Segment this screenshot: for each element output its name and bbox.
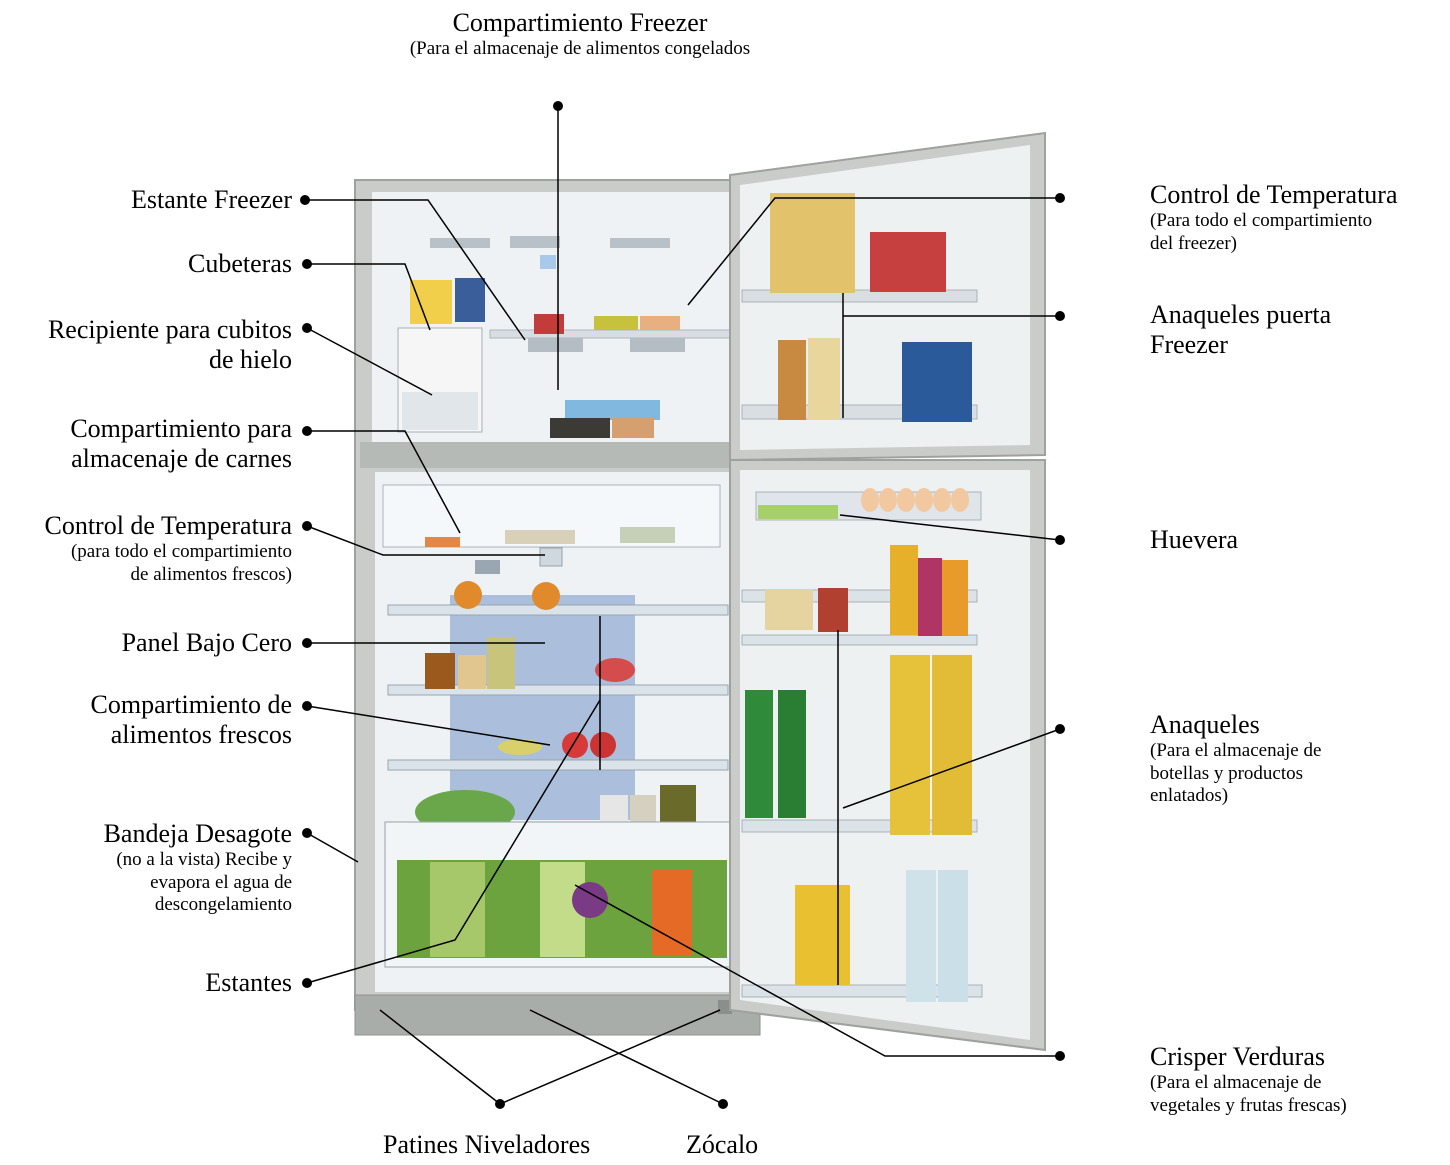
leader-fresh-temp-control bbox=[306, 525, 545, 556]
ice-bin-line2: de hielo bbox=[208, 344, 292, 374]
drain-tray-sub3: descongelamiento bbox=[154, 894, 292, 916]
leader-crisper bbox=[574, 884, 1060, 1057]
door-racks-sub2: botellas y productos bbox=[1150, 762, 1304, 784]
leader-lines bbox=[305, 106, 1061, 1105]
label-leveling-feet: Patines Niveladores bbox=[383, 1130, 591, 1159]
leader-plinth bbox=[529, 1009, 724, 1105]
freezer-door-racks-line2: Freezer bbox=[1150, 329, 1228, 359]
label-ice-trays: Cubeteras bbox=[188, 249, 292, 278]
label-subzero-panel: Panel Bajo Cero bbox=[121, 628, 292, 657]
subzero-panel bbox=[450, 595, 635, 820]
leader-freezer-temp-control bbox=[687, 197, 1060, 306]
leader-ice-bin bbox=[306, 327, 433, 396]
freezer-compartment-title: Compartimiento Freezer bbox=[452, 8, 708, 37]
freezer-shelf bbox=[489, 329, 731, 339]
label-door-racks: Anaqueles (Para el almacenaje de botella… bbox=[1150, 710, 1440, 808]
leader-ice-trays bbox=[307, 263, 431, 331]
door-racks-title: Anaqueles bbox=[1150, 710, 1260, 739]
drain-tray-sub1: (no a la vista) Recibe y bbox=[116, 848, 292, 870]
fresh-temp-control-title: Control de Temperatura bbox=[44, 511, 292, 540]
drain-tray-sub2: evapora el agua de bbox=[150, 871, 292, 893]
label-shelves: Estantes bbox=[205, 968, 292, 997]
fresh-compartment-line1: Compartimiento de bbox=[90, 690, 292, 719]
fresh-temp-control-sub1: (para todo el compartimiento bbox=[70, 540, 292, 562]
leader-freezer-shelf bbox=[305, 199, 526, 341]
label-crisper: Crisper Verduras (Para el almacenaje de … bbox=[1150, 1042, 1445, 1117]
plinth bbox=[354, 994, 761, 1036]
label-fresh-compartment: Compartimiento de alimentos frescos bbox=[0, 690, 292, 750]
freezer-compartment-sub: (Para el almacenaje de alimentos congela… bbox=[409, 37, 751, 59]
meat-compartment-line1: Compartimiento para bbox=[70, 414, 292, 443]
glass-shelf-2 bbox=[387, 684, 729, 696]
leader-dots bbox=[300, 101, 1065, 1109]
fresh-temp-control-sub2: de alimentos frescos) bbox=[130, 563, 292, 585]
door-racks-sub1: (Para el almacenaje de bbox=[1150, 739, 1322, 761]
label-drain-tray: Bandeja Desagote (no a la vista) Recibe … bbox=[0, 819, 292, 917]
glass-shelf-1 bbox=[387, 604, 729, 616]
freezer-temp-control-sub1: (Para todo el compartimiento bbox=[1150, 209, 1373, 231]
label-egg-tray: Huevera bbox=[1150, 525, 1239, 554]
leader-door-racks bbox=[842, 728, 1061, 809]
label-ice-bin: Recipiente para cubitos de hielo bbox=[0, 315, 292, 375]
crisper-title: Crisper Verduras bbox=[1150, 1042, 1325, 1071]
ice-bin-line1: Recipiente para cubitos bbox=[47, 315, 292, 344]
leader-drain-tray bbox=[306, 832, 359, 863]
label-freezer-temp-control: Control de Temperatura (Para todo el com… bbox=[1150, 180, 1445, 255]
freezer-temp-control-sub2: del freezer) bbox=[1150, 232, 1238, 254]
leader-shelves bbox=[306, 699, 601, 984]
crisper-sub2: vegetales y frutas frescas) bbox=[1150, 1094, 1347, 1116]
freezer-door-racks-line1: Anaqueles puerta bbox=[1150, 300, 1332, 329]
label-freezer-door-racks: Anaqueles puerta Freezer bbox=[1150, 300, 1440, 360]
label-freezer-compartment: Compartimiento Freezer (Para el almacena… bbox=[360, 8, 800, 61]
refrigerator-illustration bbox=[354, 131, 1046, 1052]
door-racks-sub3: enlatados) bbox=[1150, 785, 1229, 807]
leader-leveling-feet-right bbox=[499, 1009, 721, 1105]
leader-egg-tray bbox=[839, 514, 1061, 541]
label-fresh-temp-control: Control de Temperatura (para todo el com… bbox=[0, 511, 292, 586]
crisper-sub1: (Para el almacenaje de bbox=[1150, 1071, 1322, 1093]
drain-tray-title: Bandeja Desagote bbox=[103, 819, 292, 848]
meat-compartment-line2: almacenaje de carnes bbox=[71, 443, 292, 473]
leader-fresh-compartment bbox=[306, 705, 551, 746]
label-plinth: Zócalo bbox=[686, 1130, 759, 1159]
leader-meat-compartment bbox=[307, 430, 461, 534]
freezer-temp-control-title: Control de Temperatura bbox=[1150, 180, 1398, 209]
leader-leveling-feet-left bbox=[379, 1009, 501, 1105]
label-meat-compartment: Compartimiento para almacenaje de carnes bbox=[0, 414, 292, 474]
label-freezer-shelf: Estante Freezer bbox=[131, 185, 292, 214]
fresh-compartment-line2: alimentos frescos bbox=[110, 719, 292, 749]
